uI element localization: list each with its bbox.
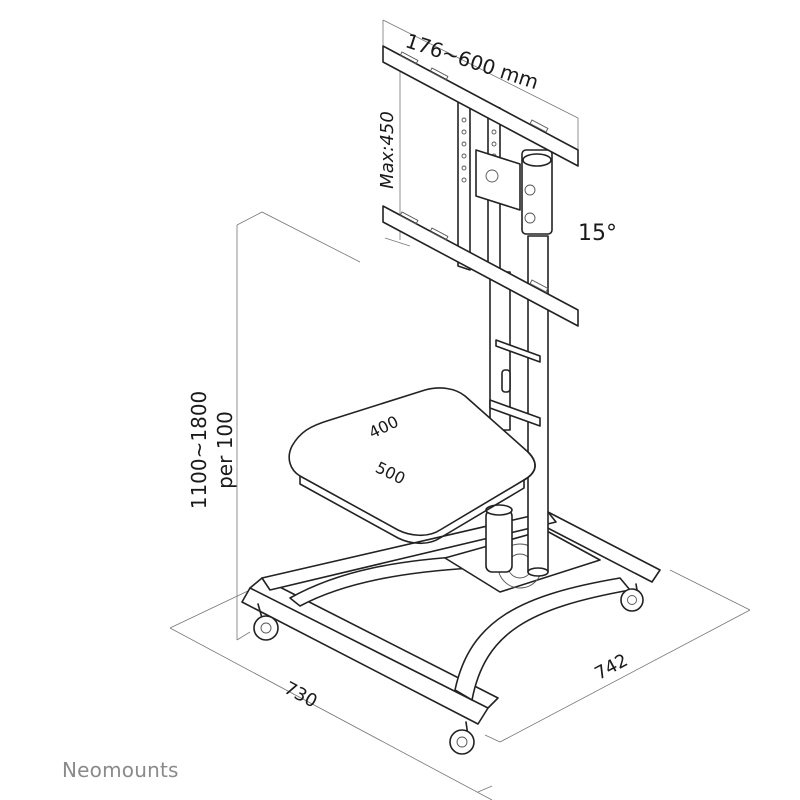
caster-front-left xyxy=(253,603,279,641)
base-frame xyxy=(241,511,661,725)
vesa-mount-head xyxy=(382,45,579,327)
max-height-label: Max:450 xyxy=(377,111,398,189)
height-range-label: 1100~1800 xyxy=(187,391,211,510)
caster-front-right xyxy=(449,721,475,755)
brand-logo-text: Neomounts xyxy=(62,758,179,782)
base-width-label: 742 xyxy=(591,650,631,685)
base-depth-label: 730 xyxy=(280,678,320,713)
shelf xyxy=(288,387,536,545)
tilt-angle-label: 15° xyxy=(578,221,617,246)
height-step-label: per 100 xyxy=(213,411,237,489)
caster-rear-right xyxy=(620,583,644,612)
dimension-lines xyxy=(169,19,751,800)
column xyxy=(485,149,553,577)
